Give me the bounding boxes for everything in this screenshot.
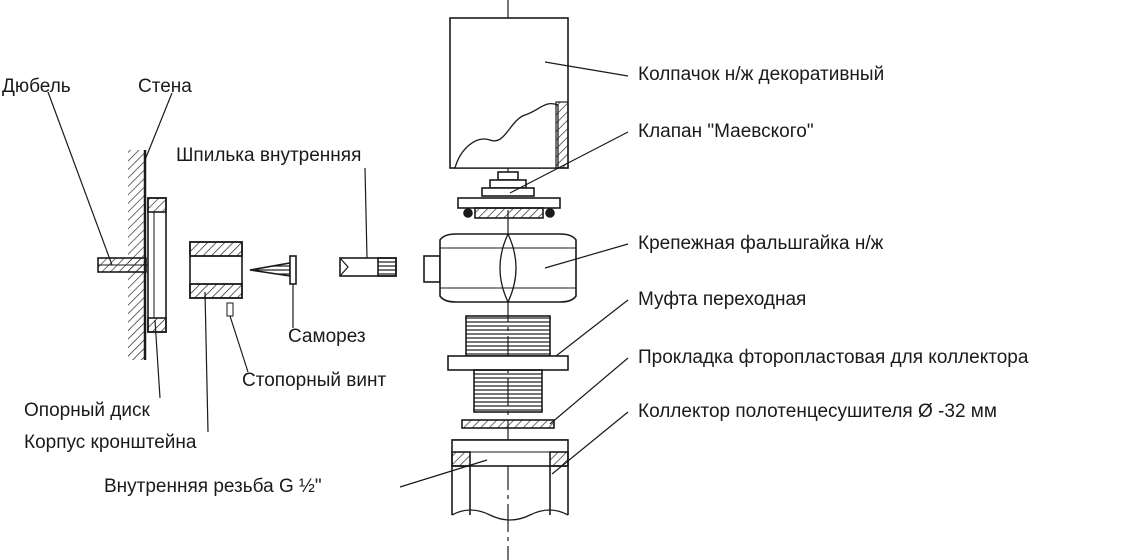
label-shpilka: Шпилька внутренняя	[176, 145, 362, 166]
dowel	[97, 257, 160, 273]
label-klapan: Клапан "Маевского"	[638, 121, 814, 142]
set-screw	[226, 302, 234, 317]
label-opornyi-disk: Опорный диск	[24, 400, 150, 421]
false-nut	[423, 233, 577, 303]
ptfe-gasket	[461, 419, 555, 429]
collector	[451, 439, 569, 521]
label-korpus: Корпус кронштейна	[24, 432, 197, 453]
label-stena: Стена	[138, 76, 192, 97]
leader-lines	[47, 61, 629, 488]
label-stopornyi-vint: Стопорный винт	[242, 370, 387, 391]
decorative-cap	[449, 17, 569, 169]
label-samorez: Саморез	[288, 326, 366, 347]
label-prokladka: Прокладка фторопластовая для коллектора	[638, 347, 1029, 368]
label-rezba: Внутренняя резьба G ½"	[104, 476, 322, 497]
label-mufta: Муфта переходная	[638, 289, 807, 310]
label-kollektor: Коллектор полотенцесушителя Ø -32 мм	[638, 401, 997, 422]
wall	[128, 150, 147, 360]
inner-stud	[339, 257, 397, 277]
label-dubel: Дюбель	[2, 76, 71, 97]
transition-coupling	[447, 315, 569, 413]
self-tapping-screw	[249, 255, 297, 285]
label-falshgaika: Крепежная фальшгайка н/ж	[638, 233, 884, 254]
support-disk	[147, 197, 167, 333]
mayevsky-valve	[457, 171, 561, 219]
bracket-body	[189, 241, 243, 299]
label-kolpachok: Колпачок н/ж декоративный	[638, 64, 885, 85]
